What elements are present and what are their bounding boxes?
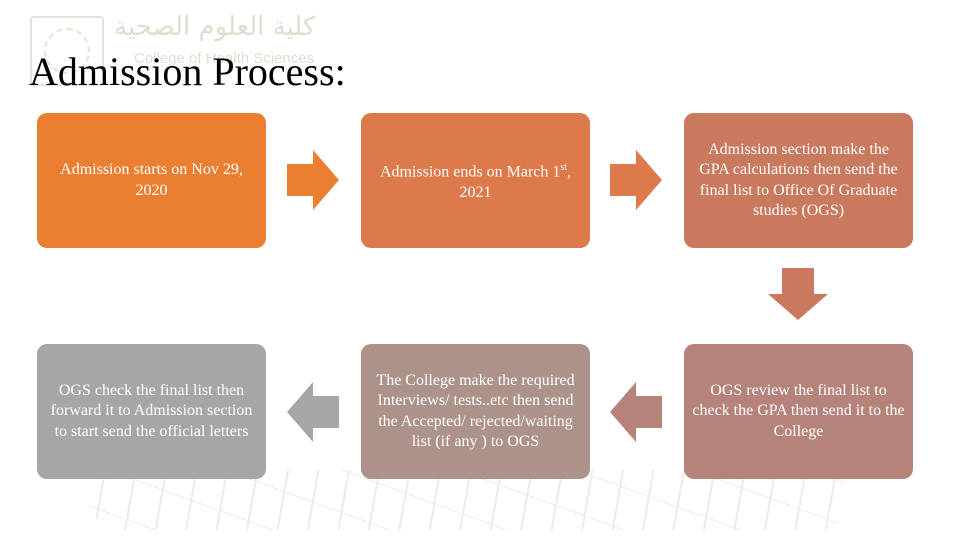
step-gpa-calculation: Admission section make the GPA calculati… bbox=[684, 113, 913, 248]
step-ogs-official-letters: OGS check the final list then forward it… bbox=[37, 344, 266, 479]
arrow-left-icon bbox=[287, 382, 339, 442]
step-text-superscript: st bbox=[560, 161, 568, 173]
step-college-interviews: The College make the required Interviews… bbox=[361, 344, 590, 479]
slide-title: Admission Process: bbox=[29, 49, 346, 94]
step-admission-starts: Admission starts on Nov 29, 2020 bbox=[37, 113, 266, 248]
logo-english-text: College of Health Sciences bbox=[134, 50, 315, 67]
step-text: The College make the required Interviews… bbox=[376, 371, 575, 451]
logo-arabic-text: كلية العلوم الصحية bbox=[114, 12, 316, 42]
step-text: Admission starts on Nov 29, 2020 bbox=[60, 161, 243, 199]
calligraphy-watermark bbox=[90, 470, 850, 530]
step-text: Admission ends on March 1st, 2021 bbox=[369, 158, 582, 203]
step-ogs-review: OGS review the final list to check the G… bbox=[684, 344, 913, 479]
step-admission-ends: Admission ends on March 1st, 2021 bbox=[361, 113, 590, 248]
college-emblem-icon bbox=[30, 16, 104, 86]
arrow-down-icon bbox=[768, 268, 828, 320]
arrow-right-icon bbox=[287, 150, 339, 210]
college-logo: كلية العلوم الصحية College of Health Sci… bbox=[22, 10, 315, 88]
step-text: OGS check the final list then forward it… bbox=[50, 381, 253, 440]
step-text: OGS review the final list to check the G… bbox=[692, 381, 905, 440]
arrow-left-icon bbox=[610, 382, 662, 442]
step-text: Admission section make the GPA calculati… bbox=[699, 140, 898, 220]
step-text-main: Admission ends on March 1 bbox=[379, 163, 561, 181]
step-text-tail: , 2021 bbox=[459, 163, 572, 201]
arrow-right-icon bbox=[610, 150, 662, 210]
